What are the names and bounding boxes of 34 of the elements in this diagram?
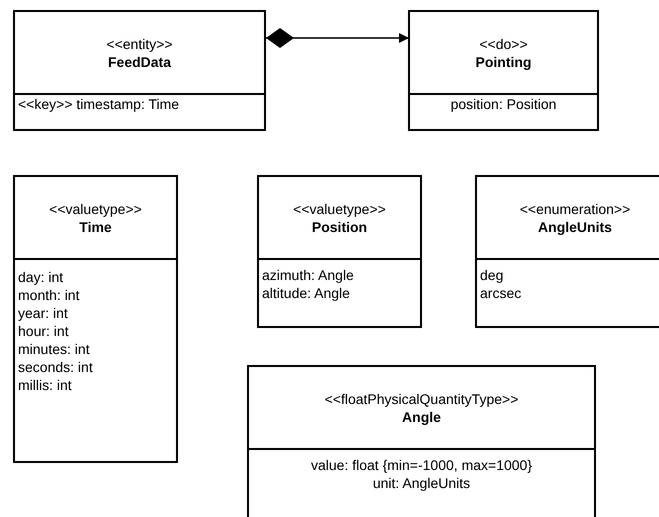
attribute-text: position: Position	[450, 95, 558, 113]
class-box	[247, 365, 596, 517]
class-name: Pointing	[476, 52, 532, 70]
attribute-text: day: int	[18, 268, 64, 286]
attribute-text: unit: AngleUnits	[372, 474, 472, 492]
stereotype-label: <<enumeration>>	[520, 200, 630, 218]
attribute-text: <<key>> timestamp: Time	[18, 95, 180, 113]
stereotype-label: <<floatPhysicalQuantityType>>	[324, 390, 518, 408]
attribute-text: seconds: int	[18, 358, 94, 376]
attribute-text: hour: int	[18, 322, 70, 340]
class-box	[13, 175, 178, 463]
attribute-text: value: float {min=-1000, max=1000}	[310, 456, 534, 474]
attribute-text: azimuth: Angle	[262, 266, 355, 284]
class-name: FeedData	[108, 52, 172, 70]
class-name: Time	[79, 218, 112, 236]
class-box	[13, 10, 266, 131]
class-box	[257, 175, 422, 328]
class-box	[408, 10, 599, 131]
attribute-text: minutes: int	[18, 340, 91, 358]
attribute-text: millis: int	[18, 376, 73, 394]
stereotype-label: <<valuetype>>	[49, 200, 142, 218]
class-name: Position	[312, 218, 368, 236]
attribute-text: year: int	[18, 304, 69, 322]
class-name: Angle	[402, 408, 441, 426]
attribute-text: month: int	[18, 286, 80, 304]
class-box	[475, 175, 659, 328]
attribute-text: deg	[480, 266, 504, 284]
class-name: AngleUnits	[538, 218, 612, 236]
stereotype-label: <<do>>	[479, 34, 528, 52]
composition-arrow	[266, 28, 409, 48]
attribute-text: arcsec	[480, 284, 522, 302]
stereotype-label: <<valuetype>>	[293, 200, 386, 218]
attribute-text: altitude: Angle	[262, 284, 351, 302]
stereotype-label: <<entity>>	[106, 34, 173, 52]
